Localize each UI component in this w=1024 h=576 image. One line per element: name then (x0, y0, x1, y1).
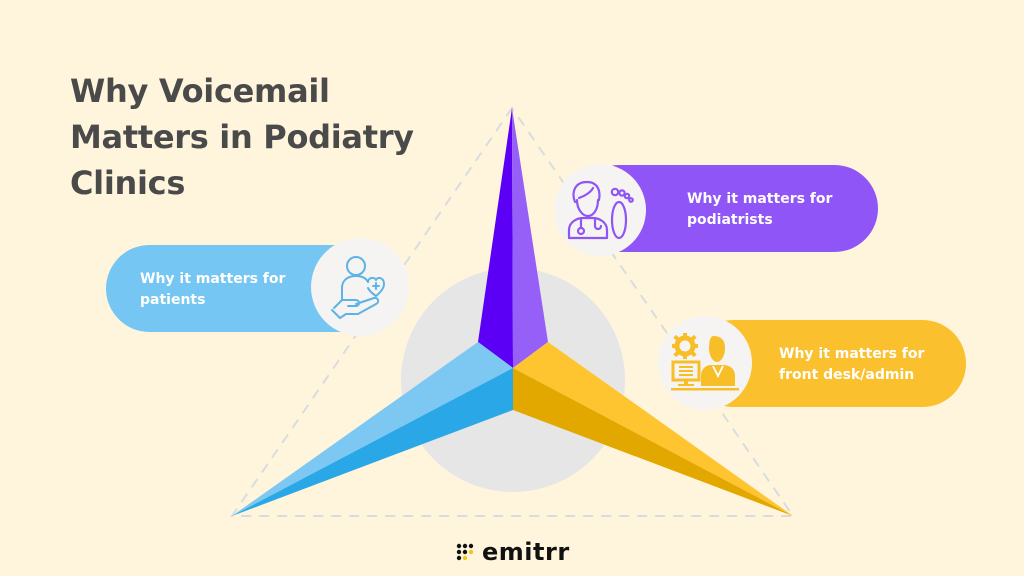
card-podiatrists-line1: Why it matters for (687, 191, 833, 207)
admin-icon-circle (658, 316, 752, 410)
card-podiatrists-line2: podiatrists (687, 212, 773, 228)
card-patients-line2: patients (140, 292, 206, 308)
star-arm-top-right (512, 108, 548, 368)
emitrr-logo: emitrr (456, 538, 570, 566)
hand-care-icon (331, 256, 385, 319)
card-front-desk-line2: front desk/admin (779, 367, 915, 383)
title-line-1: Why Voicemail (70, 72, 330, 110)
star-arm-left-upper (232, 342, 513, 516)
gear-icon (672, 333, 698, 359)
card-podiatrists-label: Why it matters for podiatrists (687, 189, 832, 231)
patient-icon-circle (311, 238, 409, 336)
doctor-foot-icon (567, 180, 634, 240)
dashed-triangle (230, 106, 795, 517)
admin-desk-icon (671, 333, 739, 391)
star-arm-left-lower (232, 368, 513, 516)
star-arm-right-upper (513, 342, 793, 516)
card-front-desk-line1: Why it matters for (779, 346, 925, 362)
podiatrist-icon-circle (554, 164, 646, 256)
emitrr-dots-icon (456, 543, 474, 561)
star-arm-top-left (478, 108, 513, 368)
title-line-2: Matters in Podiatry (70, 118, 414, 156)
card-patients-line1: Why it matters for (140, 271, 286, 287)
card-patients-label: Why it matters for patients (140, 269, 285, 311)
page-title: Why Voicemail Matters in Podiatry Clinic… (70, 68, 414, 206)
logo-text: emitrr (482, 538, 570, 566)
card-front-desk-label: Why it matters for front desk/admin (779, 344, 924, 386)
title-line-3: Clinics (70, 164, 186, 202)
star-arm-right-lower (513, 368, 793, 516)
